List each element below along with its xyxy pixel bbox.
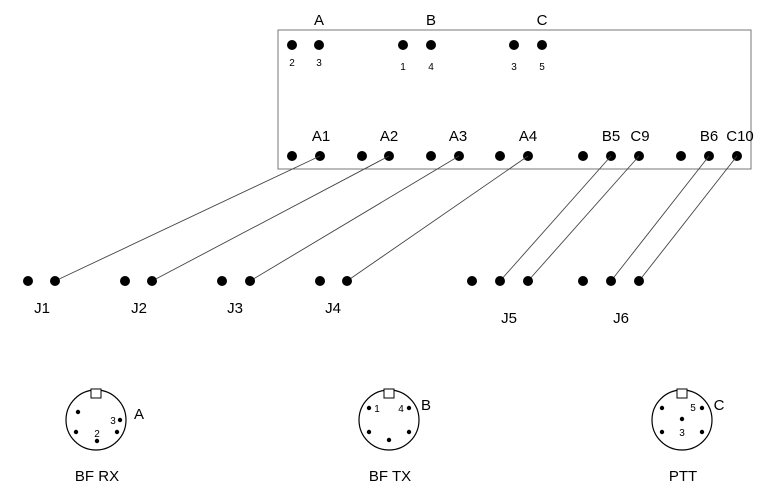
jack-label-j4: J4 — [325, 300, 341, 317]
terminal-label-c10: C10 — [726, 128, 754, 145]
connector-key — [383, 388, 395, 399]
jack-pin — [23, 276, 33, 286]
wire-j6-b — [638, 155, 738, 282]
connector-pin — [699, 429, 705, 435]
terminal-label-a2: A2 — [380, 128, 398, 145]
wire-j3 — [249, 155, 460, 282]
jack-pin — [147, 276, 157, 286]
group-label-b: B — [426, 12, 436, 29]
connector-key — [676, 388, 688, 399]
terminal-label-a3: A3 — [449, 128, 467, 145]
terminal-label-c9: C9 — [630, 128, 649, 145]
connector-pin — [114, 429, 120, 435]
wire-j5-b — [527, 155, 640, 282]
top-pin-a2 — [287, 40, 297, 50]
jack-pin — [120, 276, 130, 286]
terminal-pin — [287, 151, 297, 161]
jack-label-j5: J5 — [501, 310, 517, 327]
top-pin-number: 3 — [511, 62, 517, 73]
wire-j4 — [346, 155, 529, 282]
terminal-label-b5: B5 — [602, 128, 620, 145]
din-connector-bf-tx: 1 4 B BF TX — [358, 388, 431, 485]
group-label-c: C — [537, 12, 548, 29]
terminal-label-a4: A4 — [519, 128, 537, 145]
connector-pin-number: 4 — [398, 404, 404, 415]
top-pin-number: 3 — [316, 58, 322, 69]
connector-pin-number: 3 — [110, 416, 116, 427]
connector-pin-number: 1 — [374, 404, 380, 415]
terminal-box — [277, 29, 752, 170]
connector-letter: B — [421, 397, 431, 414]
terminal-pin — [357, 151, 367, 161]
connector-pin — [699, 405, 705, 411]
jack-pin — [342, 276, 352, 286]
wire-j6-a — [610, 155, 710, 282]
connector-pin — [94, 438, 100, 444]
terminal-pin — [426, 151, 436, 161]
terminal-label-a1: A1 — [312, 128, 330, 145]
top-pin-b1 — [398, 40, 408, 50]
top-pin-b4 — [426, 40, 436, 50]
connector-name: PTT — [669, 468, 697, 485]
connector-pin — [406, 405, 412, 411]
jack-pin — [578, 276, 588, 286]
connector-pin — [366, 429, 372, 435]
top-pin-number: 2 — [289, 58, 295, 69]
group-label-a: A — [314, 12, 324, 29]
jack-pin — [606, 276, 616, 286]
jack-pin — [50, 276, 60, 286]
connector-pin — [117, 417, 123, 423]
connector-name: BF TX — [369, 468, 411, 485]
top-pin-c5 — [537, 40, 547, 50]
connector-pin — [659, 405, 665, 411]
connector-pin — [659, 429, 665, 435]
din-connector-ptt: 5 3 C PTT — [651, 388, 725, 485]
terminal-label-b6: B6 — [700, 128, 718, 145]
connector-pin — [73, 429, 79, 435]
jack-label-j3: J3 — [227, 300, 243, 317]
top-pin-a3 — [314, 40, 324, 50]
connector-pin-number: 2 — [94, 429, 100, 440]
jack-pin — [315, 276, 325, 286]
connector-pin-number: 5 — [690, 403, 696, 414]
din-connector-bf-rx: 3 2 A BF RX — [65, 388, 144, 485]
wires — [54, 155, 738, 282]
top-pin-number: 5 — [539, 62, 545, 73]
jack-label-j6: J6 — [613, 310, 629, 327]
wire-j2 — [151, 155, 390, 282]
jack-pin — [495, 276, 505, 286]
connector-pin-number: 3 — [679, 428, 685, 439]
terminal-pin — [676, 151, 686, 161]
connector-name: BF RX — [75, 468, 119, 485]
connector-pin — [75, 409, 81, 415]
connector-pin — [406, 429, 412, 435]
connector-pin — [366, 405, 372, 411]
jack-pin — [523, 276, 533, 286]
jack-pin — [245, 276, 255, 286]
jack-pin — [467, 276, 477, 286]
terminal-pin — [495, 151, 505, 161]
top-pin-c3 — [509, 40, 519, 50]
jack-label-j2: J2 — [131, 300, 147, 317]
jack-pin — [634, 276, 644, 286]
connector-pin — [679, 416, 685, 422]
top-pin-number: 4 — [428, 62, 434, 73]
jack-pin — [217, 276, 227, 286]
top-pin-number: 1 — [400, 62, 406, 73]
connector-letter: A — [134, 406, 144, 423]
connector-pin — [386, 437, 392, 443]
jack-label-j1: J1 — [34, 300, 50, 317]
connector-key — [90, 388, 102, 399]
connector-letter: C — [714, 397, 725, 414]
terminal-pin — [578, 151, 588, 161]
wire-j5-a — [499, 155, 612, 282]
wire-j1 — [54, 155, 321, 282]
